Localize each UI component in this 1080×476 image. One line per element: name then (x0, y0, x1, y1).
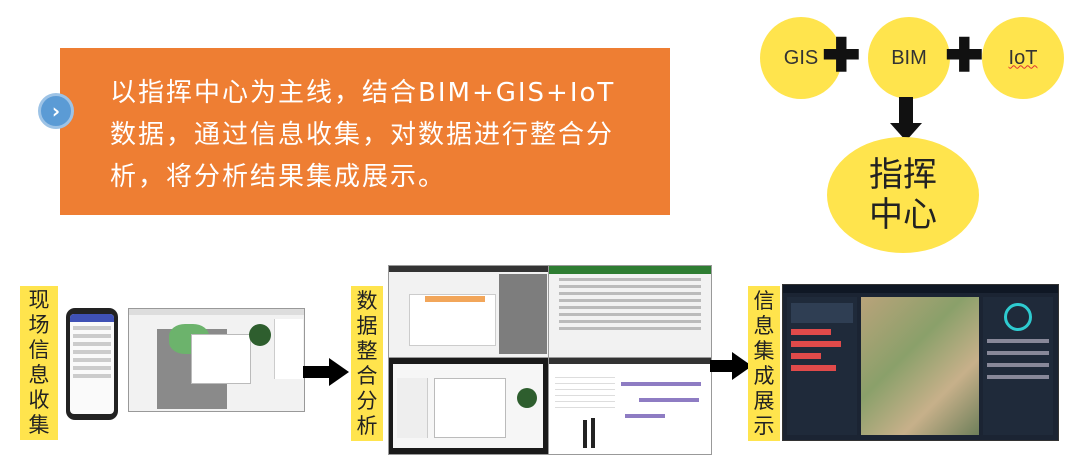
command-center-line-1: 指挥 (869, 155, 937, 195)
stage-label-display: 信 息 集 成 展 示 (748, 286, 780, 441)
label-char: 成 (753, 363, 775, 388)
command-center-line-2: 中心 (869, 195, 937, 235)
gis-circle: GIS (760, 17, 842, 99)
label-char: 整 (356, 338, 378, 363)
stage-label-collect: 现 场 信 息 收 集 (20, 286, 58, 440)
label-char: 息 (28, 363, 50, 387)
integration-screenshot-4 (548, 357, 712, 455)
plus-icon: ✚ (822, 29, 861, 81)
label-char: 分 (356, 388, 378, 413)
integration-screenshot-1 (388, 265, 550, 359)
phone-screenshot (66, 308, 118, 420)
dashboard-screenshot (782, 284, 1059, 441)
label-char: 示 (753, 413, 775, 438)
plus-icon: ✚ (945, 29, 984, 81)
integration-screenshot-3 (388, 357, 550, 455)
label-char: 集 (753, 338, 775, 363)
bim-circle: BIM (868, 17, 950, 99)
gis-label: GIS (783, 46, 819, 69)
integration-screenshot-2 (548, 265, 712, 359)
right-arrow-icon (303, 358, 349, 386)
down-arrow-icon (890, 97, 922, 141)
statement-line-1: 以指挥中心为主线，结合BIM+GIS+IoT (110, 78, 616, 108)
label-char: 集 (28, 413, 50, 437)
desktop-screenshot (128, 308, 305, 412)
bim-label: BIM (891, 46, 927, 69)
label-char: 信 (28, 338, 50, 362)
chevron-right-icon: › (38, 93, 74, 129)
label-char: 数 (356, 288, 378, 313)
iot-circle: IoT (982, 17, 1064, 99)
label-char: 场 (28, 313, 50, 337)
label-char: 展 (753, 388, 775, 413)
label-char: 据 (356, 313, 378, 338)
right-arrow-icon (710, 352, 752, 380)
iot-label: IoT (1008, 46, 1038, 69)
label-char: 现 (28, 288, 50, 312)
statement-panel (60, 48, 670, 215)
statement-line-3: 析，将分析结果集成展示。 (110, 162, 447, 192)
label-char: 析 (356, 413, 378, 438)
statement-text: 以指挥中心为主线，结合BIM+GIS+IoT 数据，通过信息收集，对数据进行整合… (110, 72, 650, 198)
stage-label-integrate: 数 据 整 合 分 析 (351, 286, 383, 441)
label-char: 收 (28, 388, 50, 412)
label-char: 息 (753, 313, 775, 338)
label-char: 信 (753, 288, 775, 313)
command-center-circle: 指挥 中心 (827, 137, 979, 253)
label-char: 合 (356, 363, 378, 388)
statement-line-2: 数据，通过信息收集，对数据进行整合分 (110, 120, 615, 150)
